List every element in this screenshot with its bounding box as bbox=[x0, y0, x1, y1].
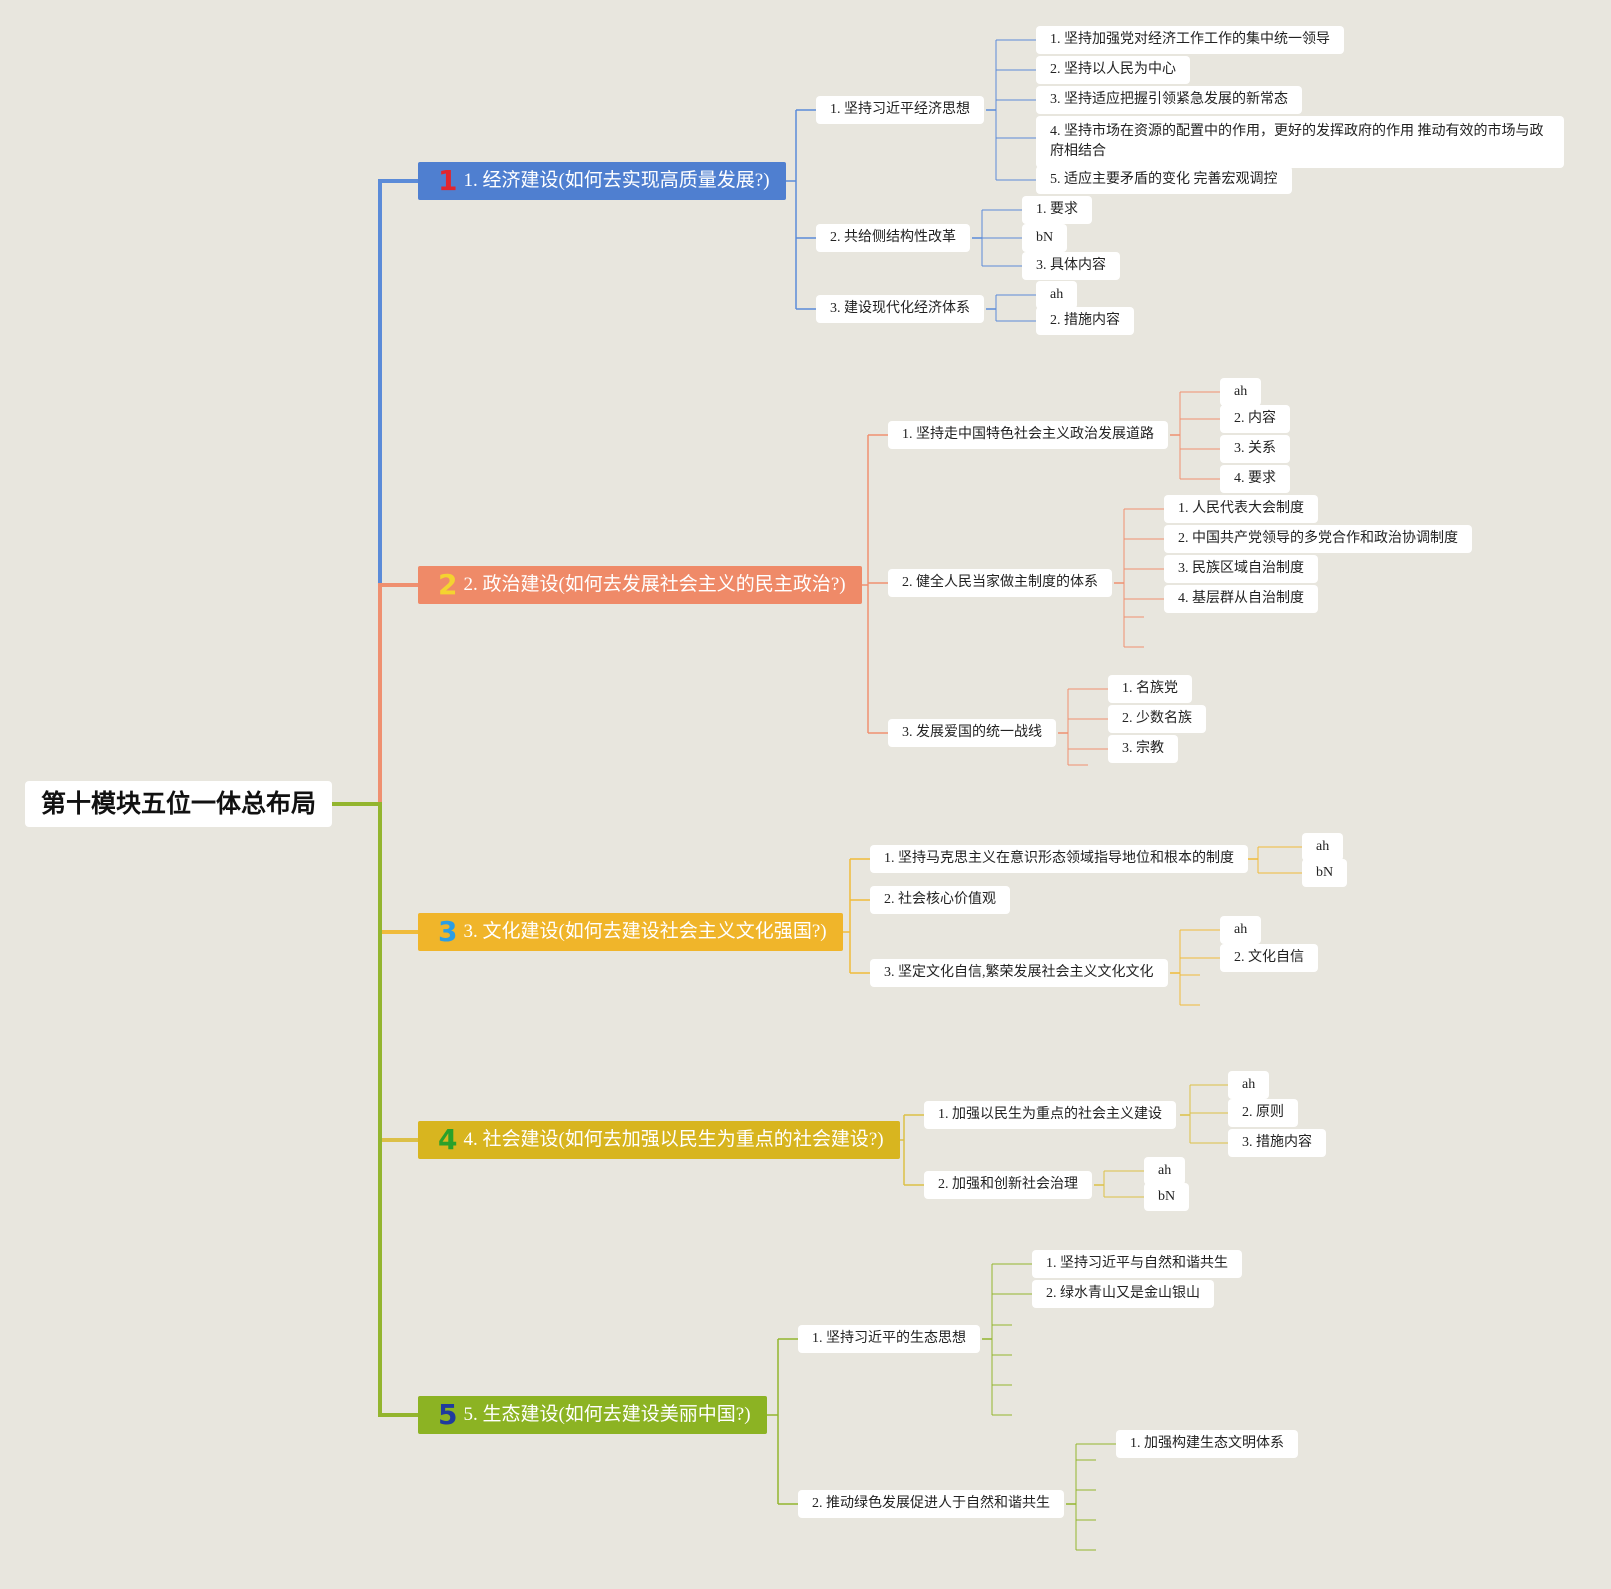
leaf-node[interactable]: bN bbox=[1144, 1183, 1190, 1211]
leaf-node[interactable]: 2. 内容 bbox=[1220, 405, 1290, 433]
subtopic-node[interactable]: 3. 建设现代化经济体系 bbox=[816, 295, 984, 323]
subtopic-node[interactable]: 1. 加强以民生为重点的社会主义建设 bbox=[924, 1101, 1176, 1129]
subtopic-node[interactable]: 2. 推动绿色发展促进人于自然和谐共生 bbox=[798, 1490, 1064, 1518]
leaf-node[interactable]: 2. 少数名族 bbox=[1108, 705, 1206, 733]
category-label: 1. 经济建设(如何去实现高质量发展?) bbox=[463, 170, 770, 191]
leaf-node[interactable]: 1. 坚持习近平与自然和谐共生 bbox=[1032, 1250, 1242, 1278]
subtopic-node[interactable]: 1. 坚持走中国特色社会主义政治发展道路 bbox=[888, 421, 1168, 449]
category-label: 4. 社会建设(如何去加强以民生为重点的社会建设?) bbox=[463, 1129, 884, 1150]
leaf-node[interactable]: 4. 坚持市场在资源的配置中的作用，更好的发挥政府的作用 推动有效的市场与政府相… bbox=[1036, 116, 1564, 168]
leaf-node[interactable]: 2. 坚持以人民为中心 bbox=[1036, 56, 1190, 84]
leaf-node[interactable]: ah bbox=[1302, 833, 1344, 861]
priority-badge-icon: 1 bbox=[438, 164, 458, 197]
leaf-node[interactable]: 2. 绿水青山又是金山银山 bbox=[1032, 1280, 1214, 1308]
leaf-node[interactable]: 3. 具体内容 bbox=[1022, 252, 1120, 280]
subtopic-node[interactable]: 3. 发展爱国的统一战线 bbox=[888, 719, 1056, 747]
leaf-node[interactable]: 1. 名族党 bbox=[1108, 675, 1192, 703]
leaf-node[interactable]: 1. 加强构建生态文明体系 bbox=[1116, 1430, 1298, 1458]
leaf-node[interactable]: 2. 文化自信 bbox=[1220, 944, 1318, 972]
leaf-node[interactable]: ah bbox=[1228, 1071, 1270, 1099]
leaf-node[interactable]: bN bbox=[1022, 224, 1068, 252]
subtopic-node[interactable]: 2. 加强和创新社会治理 bbox=[924, 1171, 1092, 1199]
leaf-node[interactable]: 3. 民族区域自治制度 bbox=[1164, 555, 1318, 583]
leaf-node[interactable]: 1. 坚持加强党对经济工作工作的集中统一领导 bbox=[1036, 26, 1344, 54]
leaf-node[interactable]: ah bbox=[1220, 378, 1262, 406]
leaf-node[interactable]: 3. 宗教 bbox=[1108, 735, 1178, 763]
leaf-node[interactable]: 1. 要求 bbox=[1022, 196, 1092, 224]
subtopic-node[interactable]: 2. 健全人民当家做主制度的体系 bbox=[888, 569, 1112, 597]
branch-connector bbox=[320, 802, 418, 1142]
leaf-node[interactable]: 3. 坚持适应把握引领紧急发展的新常态 bbox=[1036, 86, 1302, 114]
leaf-node[interactable]: 2. 原则 bbox=[1228, 1099, 1298, 1127]
subtopic-node[interactable]: 1. 坚持习近平的生态思想 bbox=[798, 1325, 980, 1353]
branch-connector bbox=[320, 179, 418, 806]
subtopic-node[interactable]: 1. 坚持马克思主义在意识形态领域指导地位和根本的制度 bbox=[870, 845, 1248, 873]
category-label: 3. 文化建设(如何去建设社会主义文化强国?) bbox=[463, 921, 827, 942]
leaf-node[interactable]: bN bbox=[1302, 859, 1348, 887]
branch-connector bbox=[320, 583, 418, 806]
branch-connector bbox=[320, 802, 418, 1417]
leaf-node[interactable]: 3. 措施内容 bbox=[1228, 1129, 1326, 1157]
leaf-node[interactable]: ah bbox=[1220, 916, 1262, 944]
branch-connector bbox=[320, 802, 418, 934]
priority-badge-icon: 2 bbox=[438, 568, 458, 601]
leaf-node[interactable]: 4. 基层群从自治制度 bbox=[1164, 585, 1318, 613]
priority-badge-icon: 3 bbox=[438, 915, 458, 948]
priority-badge-icon: 4 bbox=[438, 1123, 458, 1156]
leaf-node[interactable]: 2. 中国共产党领导的多党合作和政治协调制度 bbox=[1164, 525, 1472, 553]
leaf-node[interactable]: 4. 要求 bbox=[1220, 465, 1290, 493]
leaf-node[interactable]: 2. 措施内容 bbox=[1036, 307, 1134, 335]
subtopic-node[interactable]: 2. 社会核心价值观 bbox=[870, 886, 1010, 914]
subtopic-node[interactable]: 3. 坚定文化自信,繁荣发展社会主义文化文化 bbox=[870, 959, 1168, 987]
leaf-node[interactable]: 5. 适应主要矛盾的变化 完善宏观调控 bbox=[1036, 166, 1292, 194]
leaf-node[interactable]: ah bbox=[1036, 281, 1078, 309]
leaf-node[interactable]: ah bbox=[1144, 1157, 1186, 1185]
subtopic-node[interactable]: 1. 坚持习近平经济思想 bbox=[816, 96, 984, 124]
root-topic[interactable]: 第十模块五位一体总布局 bbox=[25, 781, 333, 827]
priority-badge-icon: 5 bbox=[438, 1398, 458, 1431]
leaf-node[interactable]: 3. 关系 bbox=[1220, 435, 1290, 463]
subtopic-node[interactable]: 2. 共给侧结构性改革 bbox=[816, 224, 970, 252]
category-label: 5. 生态建设(如何去建设美丽中国?) bbox=[463, 1404, 751, 1425]
category-label: 2. 政治建设(如何去发展社会主义的民主政治?) bbox=[463, 574, 846, 595]
leaf-node[interactable]: 1. 人民代表大会制度 bbox=[1164, 495, 1318, 523]
